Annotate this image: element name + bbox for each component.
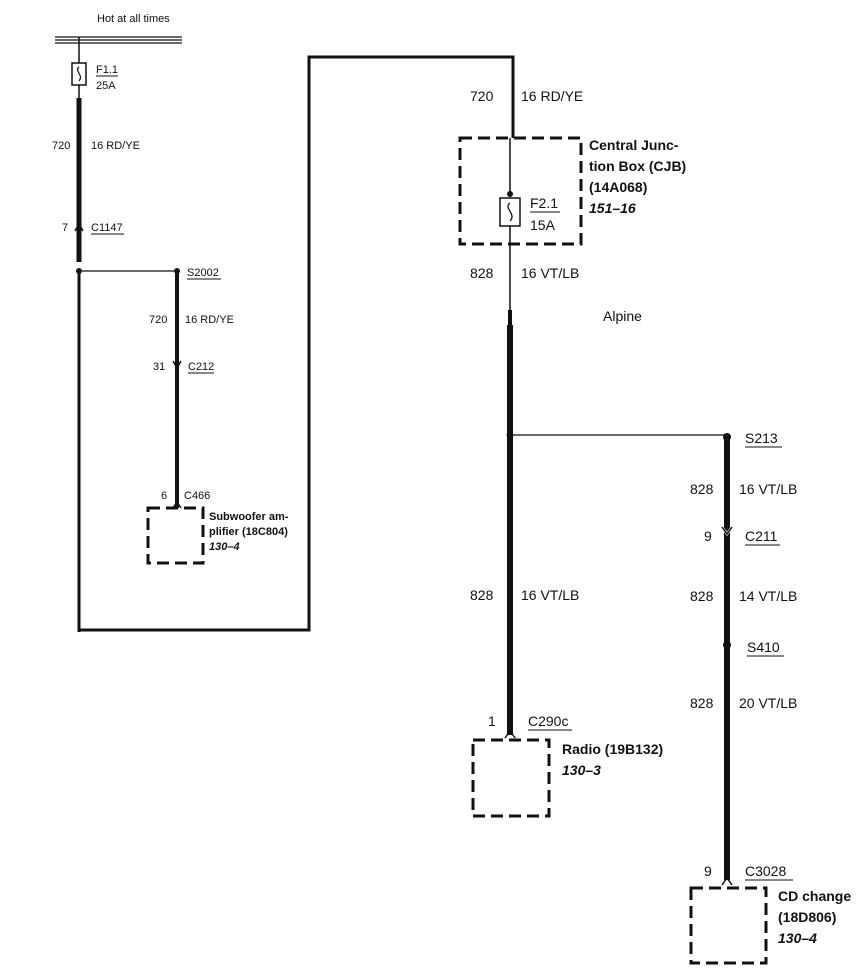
cd-label-1: CD change [778, 888, 851, 904]
c211-pin: 9 [704, 528, 712, 544]
cd-ref: 130–4 [778, 930, 817, 946]
central-junction-box [458, 136, 583, 246]
radio-ref: 130–3 [562, 762, 601, 778]
subwoofer-ref: 130–4 [209, 541, 240, 553]
radio-label: Radio (19B132) [562, 741, 663, 757]
circuit-828-a: 828 [470, 265, 494, 281]
c290c-pin: 1 [488, 713, 496, 729]
subwoofer-amplifier-box [146, 506, 205, 565]
c1147-pin: 7 [62, 222, 68, 234]
wire-720-left [76, 37, 515, 632]
connector-c1147-mark [74, 222, 84, 232]
circuit-828-d: 828 [690, 588, 714, 604]
fuse-f1-1-rating: 25A [96, 80, 116, 92]
gauge-828-b: 16 VT/LB [739, 481, 797, 497]
connector-c212-mark [172, 360, 182, 370]
connector-c466-mark [172, 500, 182, 509]
power-bus [55, 36, 182, 44]
cjb-ref: 151–16 [589, 200, 636, 216]
connector-c211-mark [721, 526, 733, 536]
cjb-label-1: Central Junc- [589, 137, 679, 153]
c1147-id: C1147 [91, 222, 123, 234]
gauge-720-a: 16 RD/YE [91, 140, 140, 152]
subwoofer-label-2: plifier (18C804) [209, 526, 288, 538]
c3028-id: C3028 [745, 863, 786, 879]
supply-label: Hot at all times [97, 13, 170, 25]
cjb-label-2: tion Box (CJB) [589, 158, 686, 174]
connector-c3028-mark [721, 876, 733, 886]
gauge-720-b: 16 RD/YE [185, 314, 234, 326]
connector-c290c-mark [504, 729, 516, 739]
c212-id: C212 [188, 361, 214, 373]
s213-label: S213 [745, 430, 778, 446]
cd-changer-box [689, 886, 768, 965]
fuse-f1-1 [71, 62, 87, 86]
c290c-id: C290c [528, 713, 568, 729]
fuse-f1-1-id: F1.1 [96, 64, 118, 76]
c211-id: C211 [745, 528, 778, 544]
circuit-720-a: 720 [52, 140, 70, 152]
fuse-f2-1-id: F2.1 [530, 195, 558, 211]
gauge-828-e: 20 VT/LB [739, 695, 797, 711]
c466-pin: 6 [161, 490, 167, 502]
subwoofer-label-1: Subwoofer am- [209, 511, 289, 523]
circuit-720-c: 720 [470, 88, 494, 104]
cjb-label-3: (14A068) [589, 179, 647, 195]
c212-pin: 31 [153, 361, 165, 373]
circuit-828-e: 828 [690, 695, 714, 711]
fuse-f2-1-rating: 15A [530, 217, 556, 233]
gauge-828-a: 16 VT/LB [521, 265, 579, 281]
s410-label: S410 [747, 639, 780, 655]
option-label: Alpine [603, 308, 642, 324]
cd-label-2: (18D806) [778, 909, 836, 925]
gauge-828-d: 14 VT/LB [739, 588, 797, 604]
circuit-828-b: 828 [690, 481, 714, 497]
gauge-828-c: 16 VT/LB [521, 587, 579, 603]
s2002-label: S2002 [187, 267, 219, 279]
c3028-pin: 9 [704, 863, 712, 879]
splice-s410 [723, 641, 731, 649]
c466-id: C466 [184, 490, 210, 502]
circuit-720-b: 720 [149, 314, 167, 326]
radio-box [471, 738, 551, 818]
circuit-828-c: 828 [470, 587, 494, 603]
gauge-720-c: 16 RD/YE [521, 88, 583, 104]
